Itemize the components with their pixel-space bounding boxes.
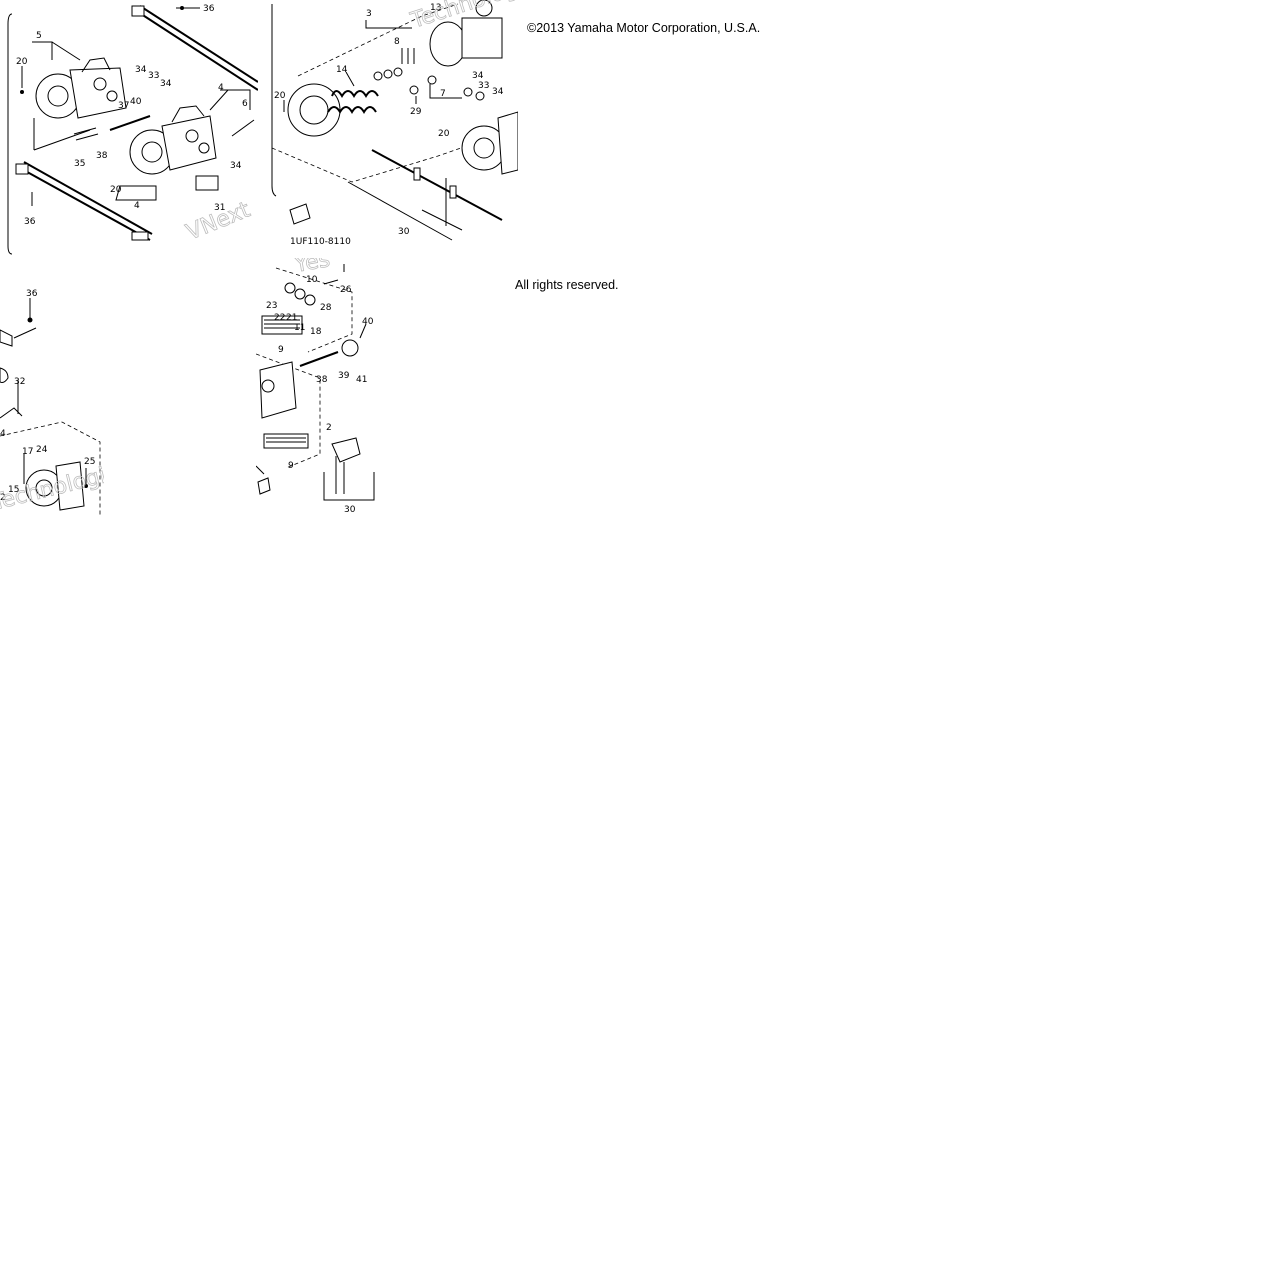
svg-text:4: 4 (0, 429, 6, 439)
svg-text:34: 34 (472, 71, 484, 81)
svg-text:9: 9 (288, 461, 294, 471)
svg-text:35: 35 (74, 159, 85, 169)
svg-text:20: 20 (438, 129, 450, 139)
svg-text:21: 21 (286, 313, 297, 323)
svg-text:32: 32 (14, 377, 25, 387)
svg-text:4: 4 (218, 83, 224, 93)
svg-text:34: 34 (135, 65, 147, 75)
svg-text:33: 33 (478, 81, 489, 91)
svg-text:34: 34 (230, 161, 242, 171)
svg-text:40: 40 (130, 97, 142, 107)
svg-text:28: 28 (320, 303, 332, 313)
svg-text:23: 23 (266, 301, 277, 311)
svg-text:Yes: Yes (292, 258, 332, 278)
svg-text:24: 24 (36, 445, 48, 455)
svg-text:6: 6 (242, 99, 248, 109)
svg-text:9: 9 (278, 345, 284, 355)
svg-text:8: 8 (394, 37, 400, 47)
svg-text:39: 39 (338, 371, 350, 381)
svg-text:29: 29 (410, 107, 422, 117)
svg-text:34: 34 (160, 79, 172, 89)
svg-text:1UF110-8110: 1UF110-8110 (290, 237, 351, 247)
svg-text:20: 20 (274, 91, 286, 101)
svg-text:10: 10 (306, 275, 318, 285)
svg-text:25: 25 (84, 457, 95, 467)
svg-text:36: 36 (24, 217, 36, 227)
svg-text:40: 40 (362, 317, 374, 327)
svg-text:3: 3 (366, 9, 372, 19)
svg-text:22: 22 (274, 313, 285, 323)
svg-text:30: 30 (344, 505, 356, 515)
svg-text:2: 2 (0, 493, 6, 503)
rights-text: All rights reserved. (515, 278, 619, 292)
svg-text:33: 33 (148, 71, 159, 81)
svg-text:4: 4 (134, 201, 140, 211)
svg-text:26: 26 (340, 285, 352, 295)
svg-text:34: 34 (492, 87, 504, 97)
svg-text:5: 5 (36, 31, 42, 41)
svg-text:30: 30 (398, 227, 410, 237)
svg-text:2: 2 (326, 423, 332, 433)
svg-text:7: 7 (440, 89, 446, 99)
svg-text:17: 17 (22, 447, 33, 457)
svg-text:36: 36 (203, 4, 215, 14)
svg-text:38: 38 (316, 375, 328, 385)
svg-text:13: 13 (430, 3, 441, 13)
svg-text:20: 20 (16, 57, 28, 67)
copyright-text: ©2013 Yamaha Motor Corporation, U.S.A. (527, 21, 761, 35)
svg-text:14: 14 (336, 65, 348, 75)
svg-text:41: 41 (356, 375, 367, 385)
svg-text:11: 11 (294, 323, 305, 333)
svg-text:15: 15 (8, 485, 19, 495)
svg-text:37: 37 (118, 101, 129, 111)
svg-text:38: 38 (96, 151, 108, 161)
svg-text:Technologies: Technologies (0, 457, 104, 516)
svg-text:18: 18 (310, 327, 322, 337)
svg-text:20: 20 (110, 185, 122, 195)
svg-text:31: 31 (214, 203, 225, 213)
svg-text:36: 36 (26, 289, 38, 299)
